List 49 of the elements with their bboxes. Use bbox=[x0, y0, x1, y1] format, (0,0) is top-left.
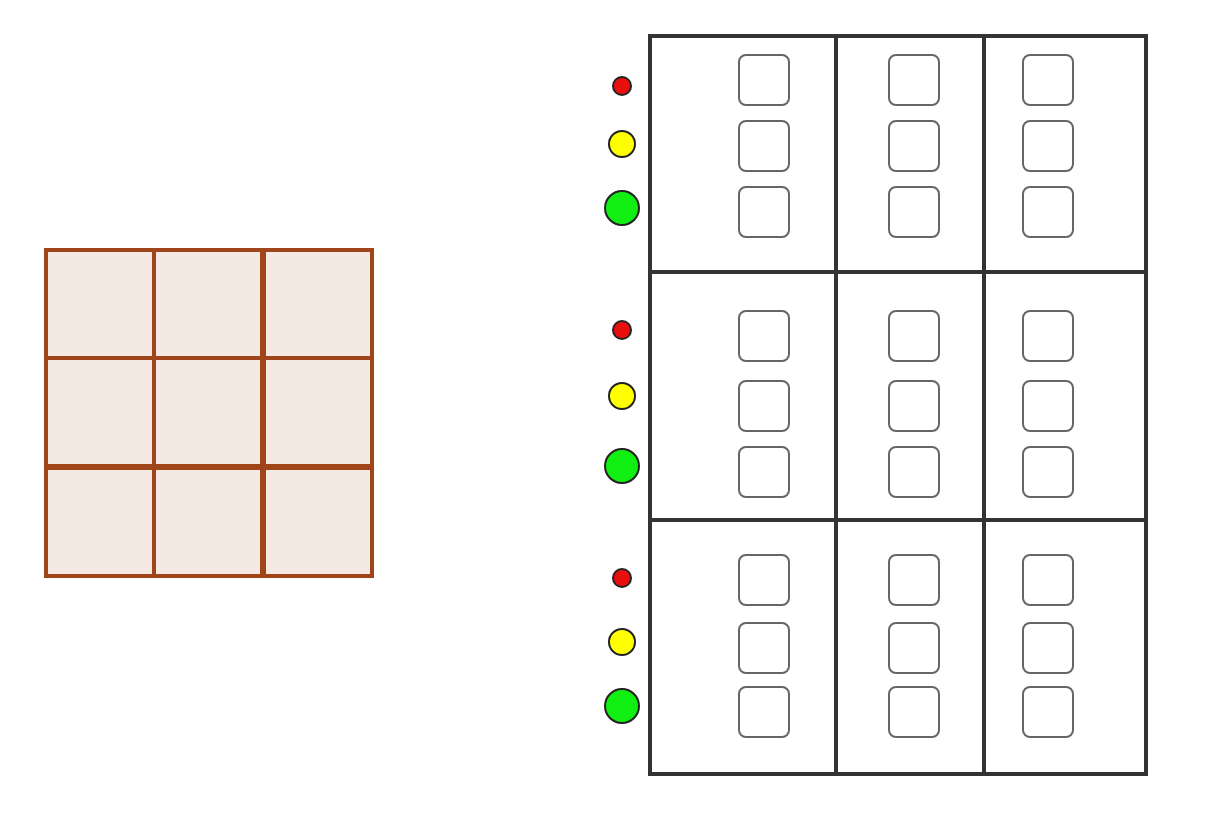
square-slot bbox=[888, 686, 940, 738]
square-slot bbox=[888, 54, 940, 106]
grid-cell bbox=[152, 356, 265, 469]
indicator-light bbox=[608, 130, 636, 158]
square-slot bbox=[738, 686, 790, 738]
square-slot bbox=[1022, 622, 1074, 674]
panel-cell bbox=[648, 34, 838, 274]
grid-cell bbox=[152, 465, 265, 578]
indicator-light bbox=[608, 628, 636, 656]
indicator-light bbox=[608, 382, 636, 410]
square-slot bbox=[738, 120, 790, 172]
square-slot bbox=[738, 186, 790, 238]
grid-cell bbox=[152, 248, 265, 360]
square-slot bbox=[1022, 54, 1074, 106]
square-slot bbox=[738, 622, 790, 674]
square-slot bbox=[888, 310, 940, 362]
square-slot bbox=[1022, 120, 1074, 172]
square-slot bbox=[1022, 186, 1074, 238]
indicator-light bbox=[604, 688, 640, 724]
grid-cell bbox=[261, 356, 374, 469]
square-slot bbox=[888, 120, 940, 172]
panel-cell bbox=[982, 34, 1148, 274]
indicator-light bbox=[612, 320, 632, 340]
square-slot bbox=[888, 380, 940, 432]
grid-cell bbox=[44, 248, 156, 360]
square-slot bbox=[738, 446, 790, 498]
square-slot bbox=[1022, 446, 1074, 498]
square-slot bbox=[888, 186, 940, 238]
indicator-light bbox=[612, 568, 632, 588]
square-slot bbox=[738, 554, 790, 606]
square-slot bbox=[1022, 686, 1074, 738]
square-slot bbox=[1022, 554, 1074, 606]
indicator-light bbox=[612, 76, 632, 96]
panel-cell bbox=[648, 518, 838, 776]
indicator-light bbox=[604, 448, 640, 484]
square-slot bbox=[738, 380, 790, 432]
square-slot bbox=[738, 310, 790, 362]
square-slot bbox=[738, 54, 790, 106]
square-slot bbox=[1022, 380, 1074, 432]
square-slot bbox=[1022, 310, 1074, 362]
grid-cell bbox=[261, 465, 374, 578]
grid-cell bbox=[261, 248, 374, 360]
square-slot bbox=[888, 622, 940, 674]
panel-cell bbox=[982, 518, 1148, 776]
square-slot bbox=[888, 446, 940, 498]
grid-cell bbox=[44, 465, 156, 578]
square-slot bbox=[888, 554, 940, 606]
indicator-light bbox=[604, 190, 640, 226]
grid-cell bbox=[44, 356, 156, 469]
